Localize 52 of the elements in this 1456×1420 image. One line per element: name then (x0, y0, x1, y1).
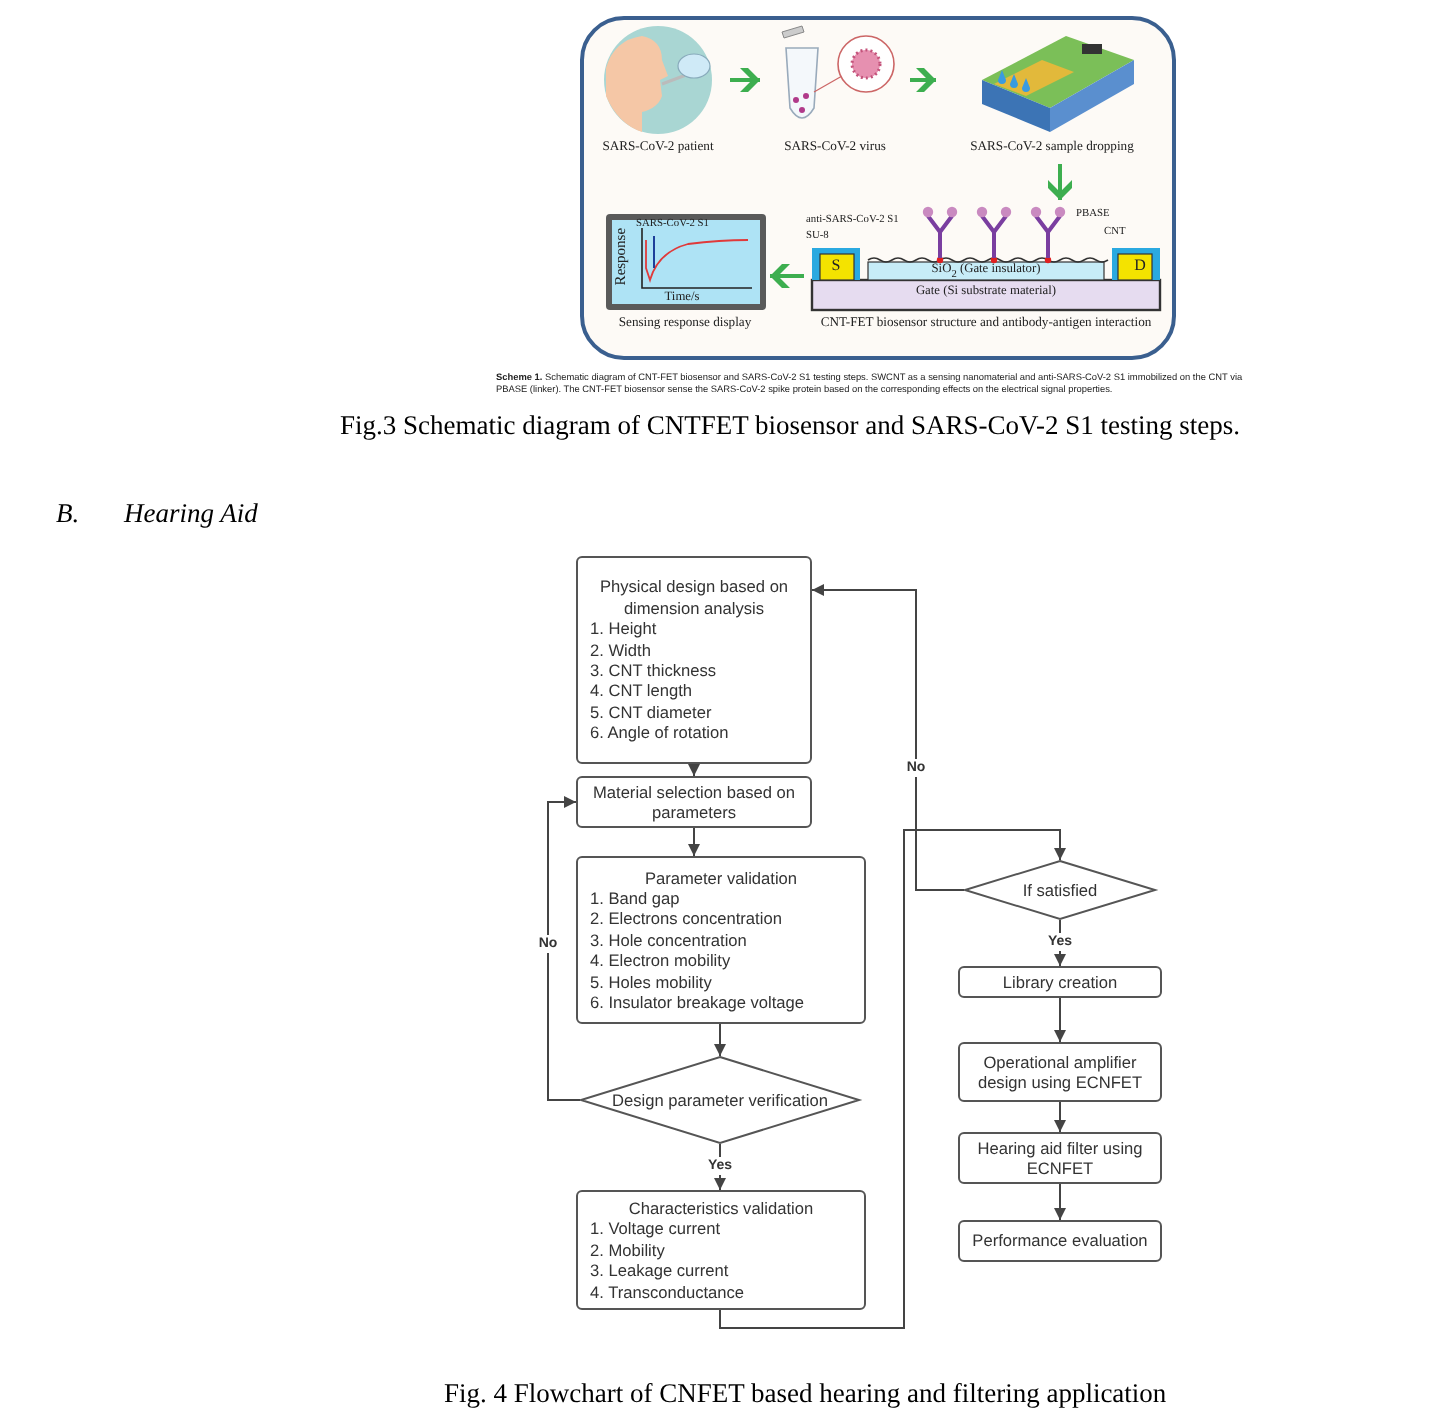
process-box (958, 966, 1162, 998)
figure-caption: Fig. 4 Flowchart of CNFET based hearing and filtering application (444, 1378, 1167, 1410)
box-text: Operational amplifier design using ECNFET (975, 1051, 1145, 1093)
list-item: 1. Height (588, 618, 659, 640)
list-item: 3. CNT thickness (588, 660, 719, 681)
box-text: Performance evaluation (970, 1230, 1150, 1252)
list-item: 2. Mobility (588, 1239, 667, 1261)
list-item: 5. Holes mobility (588, 971, 714, 993)
box-heading: Parameter validation (642, 867, 800, 888)
arrow (719, 829, 1066, 1329)
box-heading: Physical design based on dimension analysis (597, 576, 791, 619)
list-item: 5. CNT diameter (588, 701, 714, 723)
arrow (547, 796, 581, 1101)
process-box (958, 1132, 1162, 1184)
box-text: Material selection based on parameters (590, 781, 797, 823)
arrow (688, 763, 700, 777)
arrow (1054, 997, 1066, 1043)
arrow (714, 1023, 726, 1057)
part-label: D (1132, 256, 1148, 275)
arrow (1054, 1101, 1066, 1133)
list-item: 4. Transconductance (588, 1281, 747, 1303)
list-item: 4. CNT length (588, 680, 695, 702)
list-item: 1. Voltage current (588, 1218, 723, 1240)
decision-text: If satisfied (1022, 880, 1098, 900)
part-label: S (829, 256, 843, 275)
box-text: Hearing aid filter using ECNFET (975, 1137, 1145, 1179)
decision-diamond (964, 860, 1156, 920)
decision-diamond (580, 1056, 860, 1144)
list-item: 1. Band gap (588, 887, 682, 909)
process-box (576, 776, 812, 828)
section-heading: B. (56, 498, 80, 530)
process-box (576, 556, 812, 764)
box-heading: Characteristics validation (626, 1197, 816, 1219)
list-item: 6. Insulator breakage voltage (588, 992, 807, 1013)
figure-caption: Fig.3 Schematic diagram of CNTFET biosensor and SARS-CoV-2 S1 testing steps. (340, 410, 1240, 442)
process-box (958, 1220, 1162, 1262)
section-heading: Hearing Aid (124, 498, 258, 530)
list-item: 2. Electrons concentration (588, 908, 784, 930)
process-box (576, 856, 866, 1024)
arrow (1054, 1183, 1066, 1221)
list-item: 3. Hole concentration (588, 929, 749, 951)
list-item: 6. Angle of rotation (588, 722, 731, 744)
list-item: 3. Leakage current (588, 1260, 731, 1282)
arrow (688, 827, 700, 857)
list-item: 2. Width (588, 639, 653, 660)
box-text: Library creation (1000, 971, 1120, 993)
figure-panel (580, 16, 1176, 360)
arrow (811, 584, 965, 891)
process-box (576, 1190, 866, 1310)
process-box (958, 1042, 1162, 1102)
list-item: 4. Electron mobility (588, 950, 733, 972)
decision-text: Design parameter verification (612, 1090, 828, 1110)
